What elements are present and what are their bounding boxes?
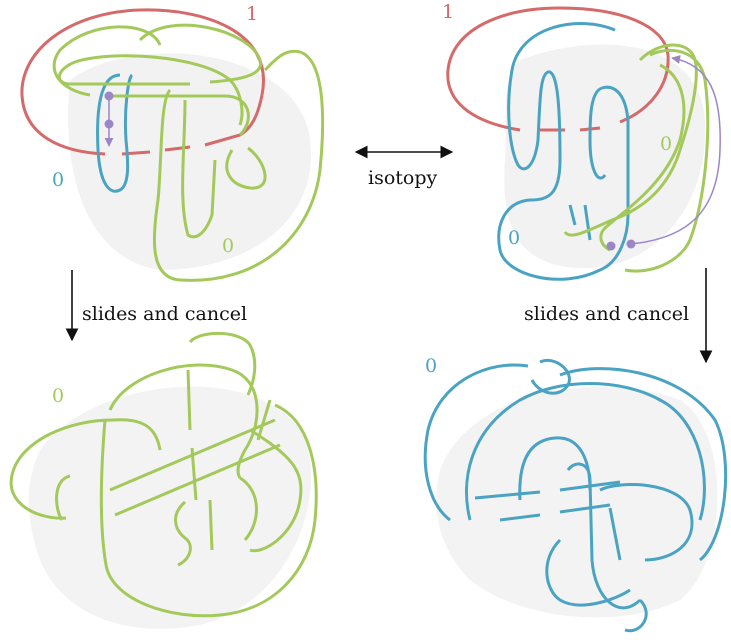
green-knot <box>9 331 318 618</box>
handle-dot-left <box>606 241 616 251</box>
label-framing-zero-blue: 0 <box>52 169 64 191</box>
isotopy-label: isotopy <box>368 167 438 189</box>
red-component-1 <box>20 8 265 156</box>
label-framing-zero: 0 <box>52 385 64 407</box>
green-component-0 <box>52 23 325 282</box>
label-framing-zero-green: 0 <box>222 235 234 257</box>
surface-shading <box>436 386 718 618</box>
red-component-1 <box>446 6 670 132</box>
panel-top-left: 1 0 0 <box>20 3 325 282</box>
label-framing-zero-green: 0 <box>660 133 672 155</box>
label-framing-zero-blue: 0 <box>508 227 520 249</box>
label-framing-one: 1 <box>442 1 454 23</box>
left-down-arrow-group: slides and cancel <box>65 270 247 342</box>
green-component-0 <box>563 43 710 273</box>
label-framing-zero: 0 <box>425 355 437 377</box>
right-down-arrow-group: slides and cancel <box>524 268 713 364</box>
left-arrow-label: slides and cancel <box>82 303 247 325</box>
handle-dot-lower <box>104 119 114 129</box>
label-framing-one: 1 <box>246 3 258 25</box>
slide-path <box>630 55 721 245</box>
surface-shading <box>68 53 311 270</box>
panel-bottom-left: 0 <box>9 331 318 629</box>
blue-component-0 <box>497 22 630 281</box>
surface-shading <box>28 386 312 629</box>
surface-shading <box>504 44 706 269</box>
isotopy-arrow-group: isotopy <box>354 145 454 189</box>
blue-knot <box>423 358 728 633</box>
right-arrow-label: slides and cancel <box>524 303 689 325</box>
panel-bottom-right: 0 <box>423 355 728 633</box>
panel-top-right: 1 0 0 <box>442 1 721 281</box>
blue-component-0 <box>96 73 134 193</box>
